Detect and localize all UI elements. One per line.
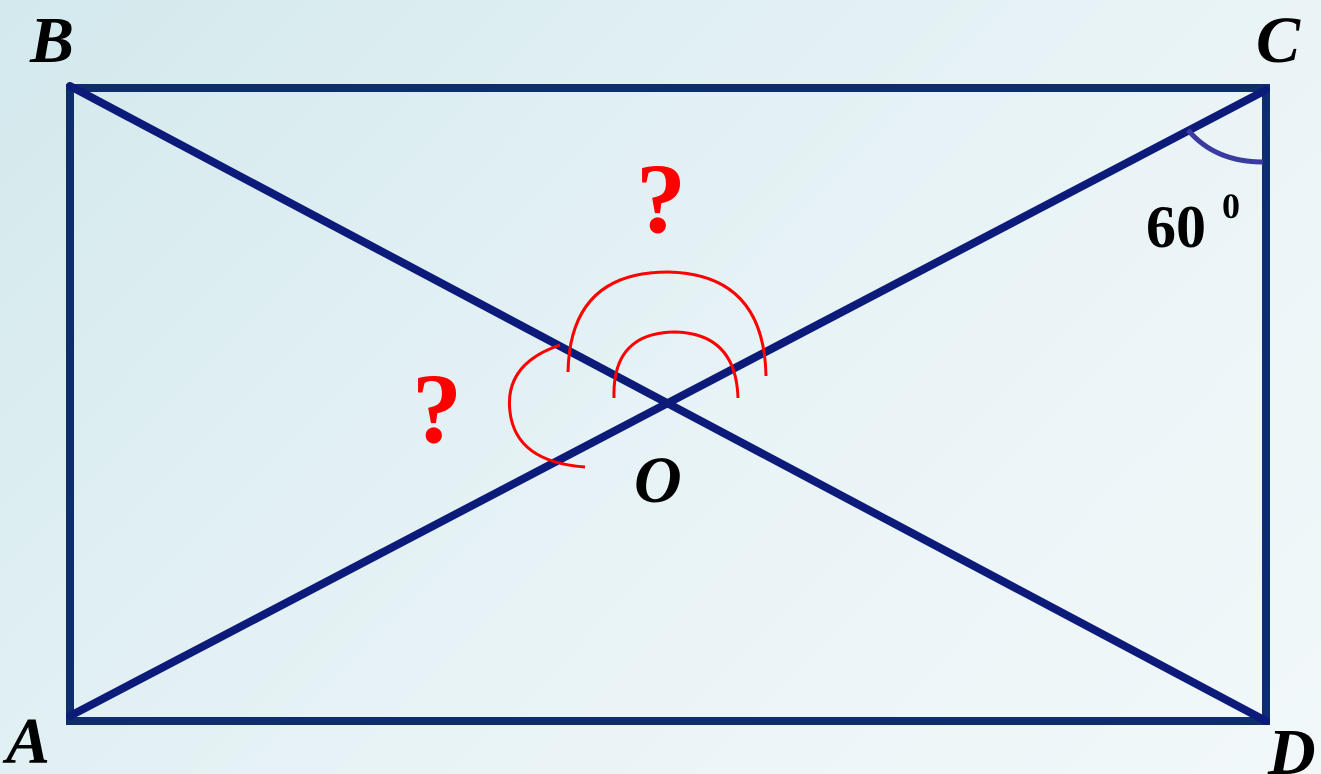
diagonal-ac xyxy=(66,86,1270,720)
question-mark-left: ? xyxy=(412,353,462,464)
angle-value-c: 60 xyxy=(1146,194,1206,260)
angle-arc-boc-inner xyxy=(612,330,740,399)
vertex-label-o: O xyxy=(634,444,682,517)
rectangle-abcd xyxy=(66,84,1270,725)
question-mark-top: ? xyxy=(636,143,686,254)
vertex-label-d: D xyxy=(1267,716,1316,774)
angle-arc-aob xyxy=(507,343,586,469)
angle-arc-c xyxy=(1186,128,1264,165)
angle-degree-superscript: 0 xyxy=(1222,186,1240,226)
vertex-label-c: C xyxy=(1256,4,1301,77)
angle-arc-boc-outer xyxy=(566,270,768,377)
vertex-label-b: B xyxy=(29,4,74,77)
vertex-label-a: A xyxy=(2,705,50,774)
